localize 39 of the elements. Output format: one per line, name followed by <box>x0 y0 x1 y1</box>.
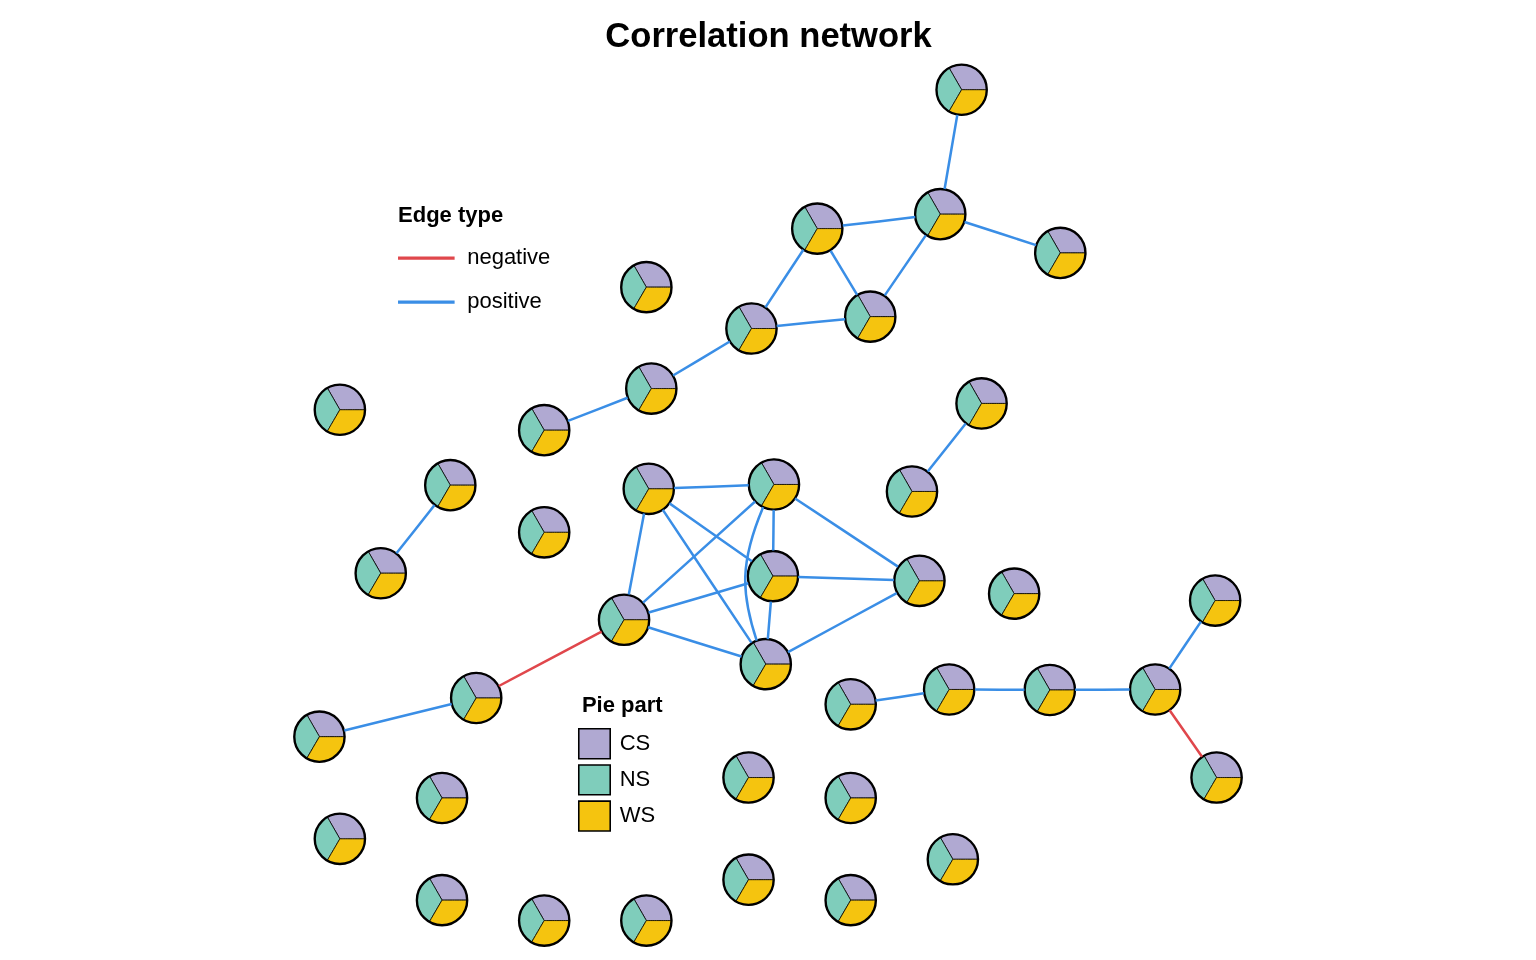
connector <box>1168 620 1202 670</box>
connector <box>642 500 756 604</box>
label: Pie part <box>581 691 663 717</box>
connector <box>674 484 749 490</box>
connector <box>926 422 967 473</box>
connector <box>668 502 753 563</box>
connector <box>1075 688 1130 692</box>
label: Edge type <box>398 202 504 228</box>
legend-label: positive <box>467 287 542 313</box>
connector <box>661 509 753 644</box>
connector <box>672 340 731 377</box>
connector <box>647 626 742 658</box>
connector <box>764 249 805 309</box>
connector <box>787 592 898 654</box>
connector <box>776 317 846 328</box>
connector <box>567 396 629 423</box>
connector <box>648 582 749 614</box>
diagram-title: Correlation network <box>605 15 932 54</box>
connector <box>498 630 603 688</box>
connector <box>964 220 1037 247</box>
connector <box>943 114 959 190</box>
connector <box>343 702 452 732</box>
connector <box>1168 709 1204 758</box>
connector <box>771 509 775 551</box>
connector <box>883 234 927 297</box>
connector <box>974 688 1025 692</box>
connector <box>875 692 924 702</box>
connector <box>829 250 859 296</box>
connector <box>627 513 646 595</box>
connector <box>766 601 773 640</box>
connector <box>798 575 894 582</box>
legend-label: WS <box>619 801 656 827</box>
connector <box>794 497 899 568</box>
legend-label: NS <box>619 765 651 791</box>
legend-label: negative <box>467 243 551 269</box>
connector <box>395 504 436 555</box>
connector <box>744 506 765 641</box>
connector <box>842 215 916 227</box>
legend-label: CS <box>619 729 651 755</box>
